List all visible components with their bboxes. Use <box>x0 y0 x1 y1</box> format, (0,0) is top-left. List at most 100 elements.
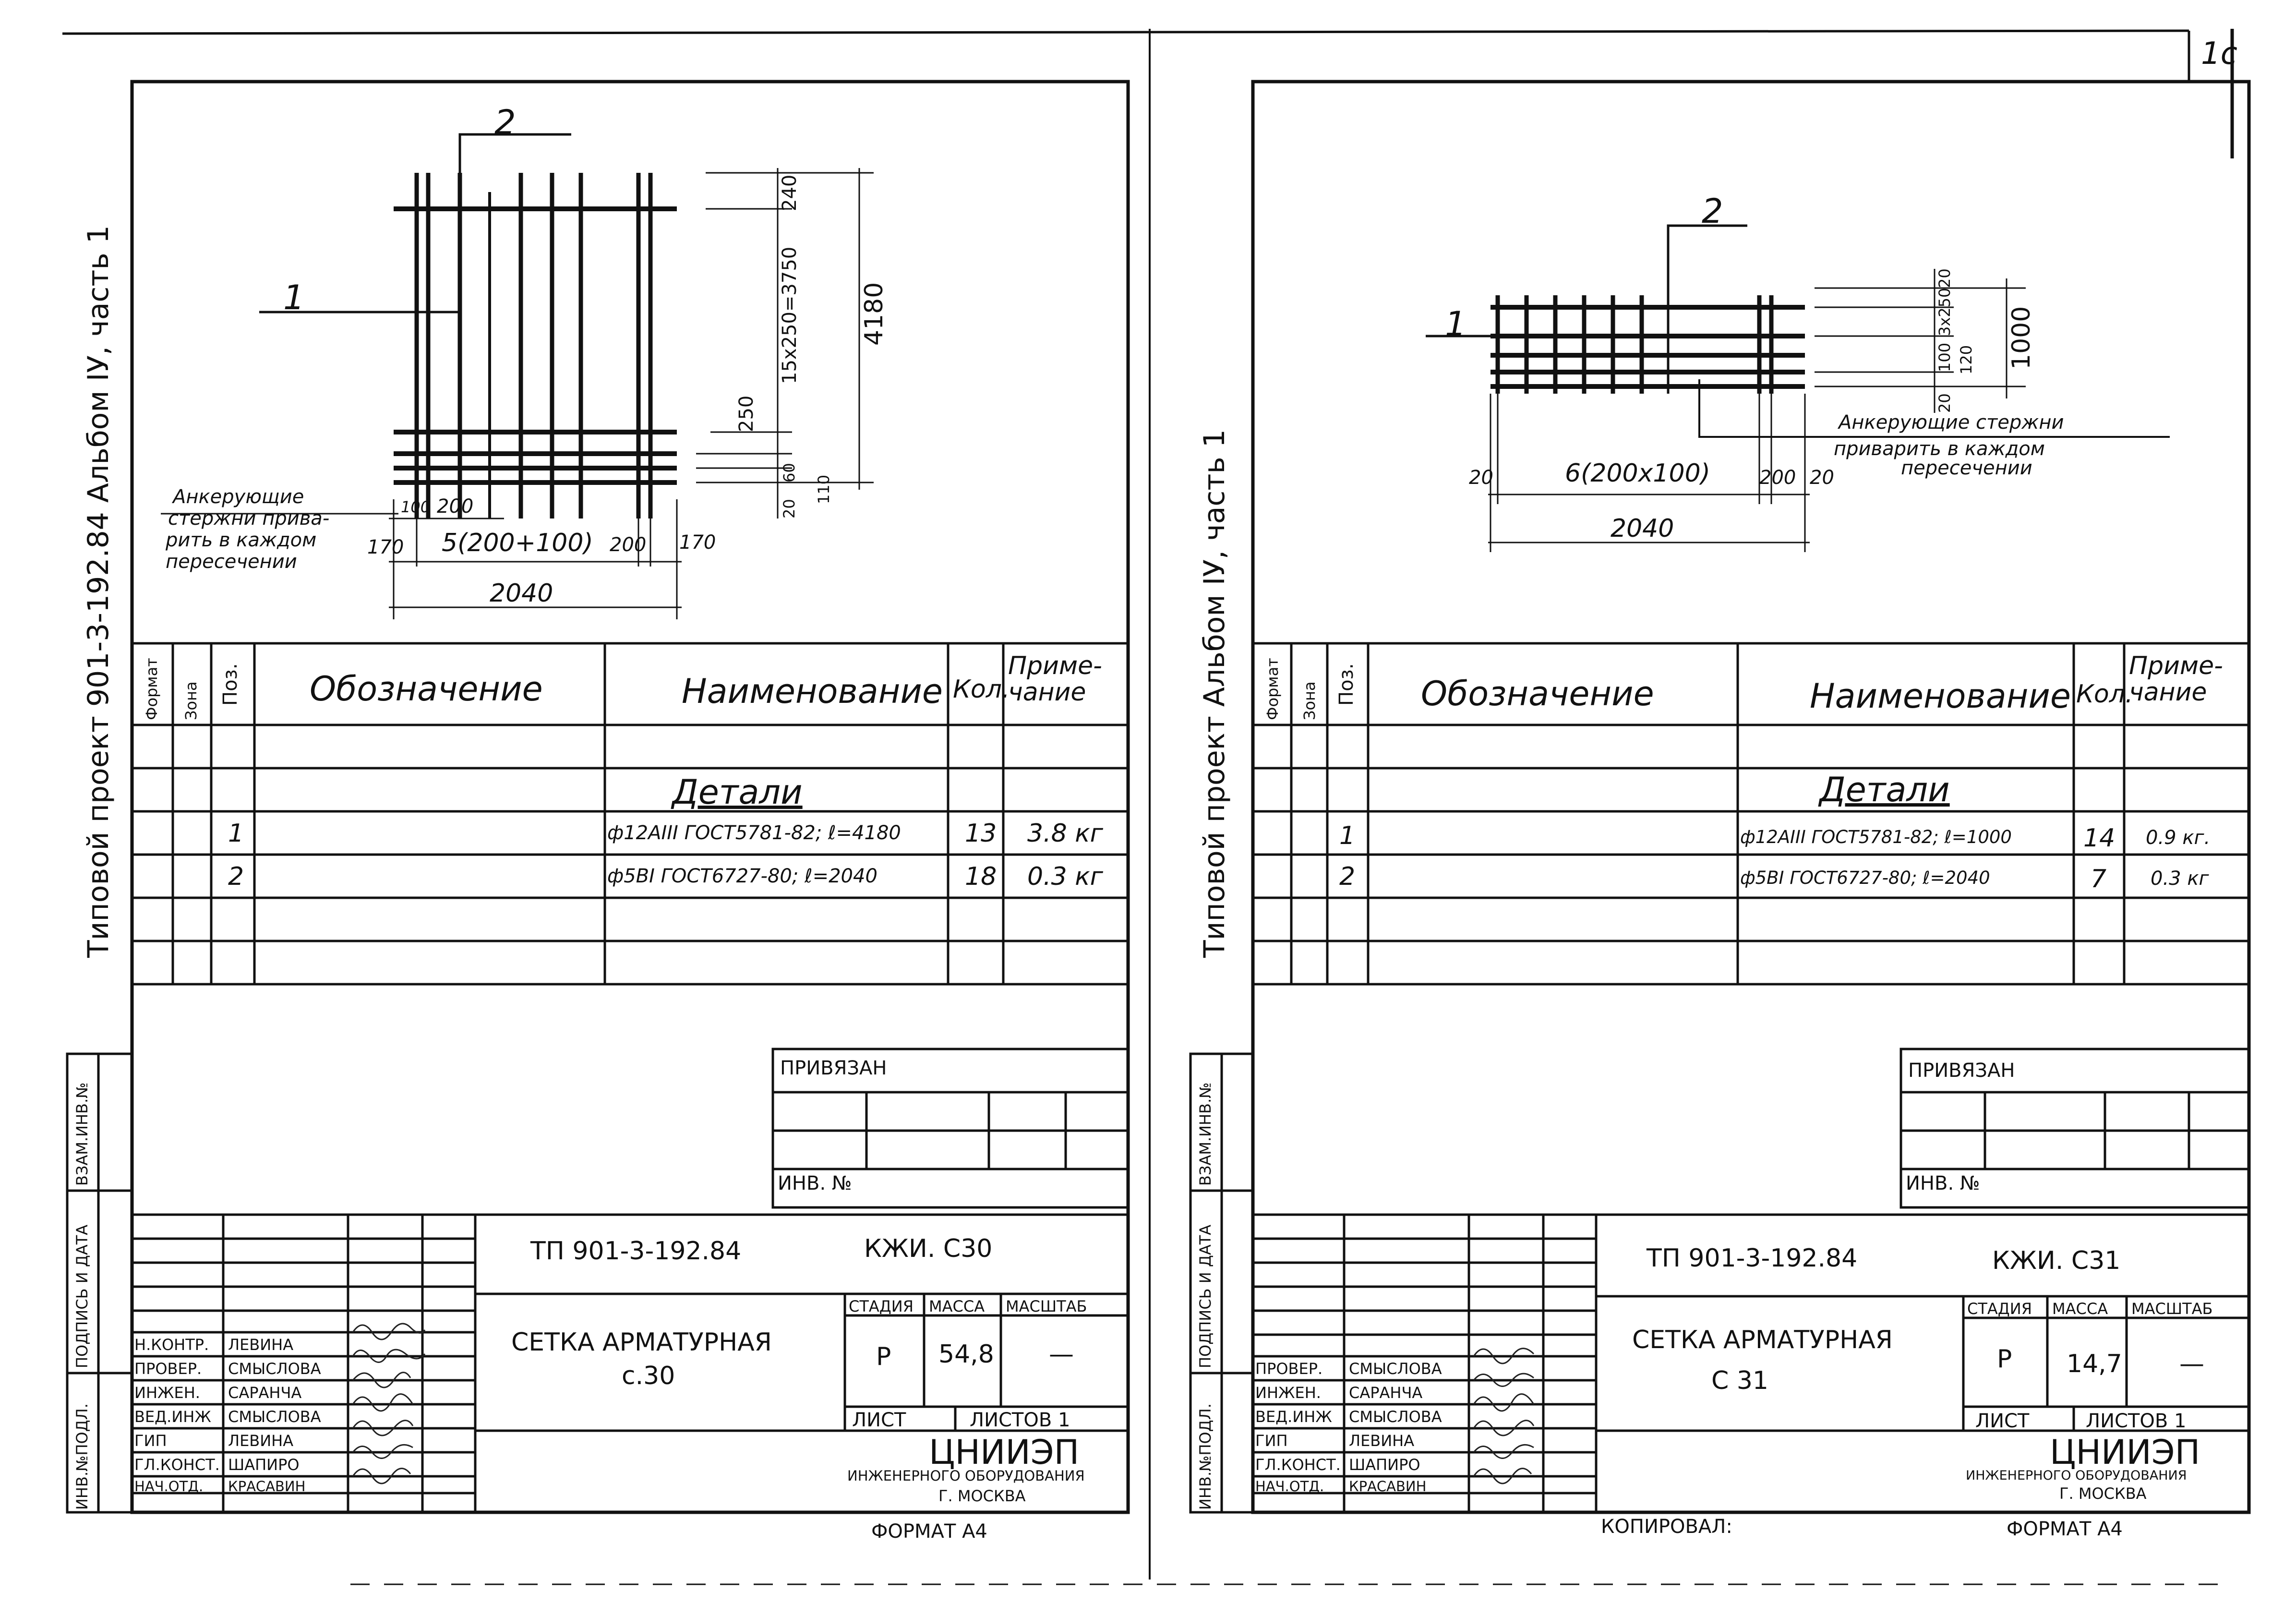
hdr-note: Приме- чание <box>1008 651 1102 707</box>
role-6: Нач.отд. <box>1255 1478 1324 1495</box>
row1-pos: 1 <box>228 819 244 848</box>
hdr-qty: Кол. <box>953 675 1010 704</box>
stamp-signature-date: Подпись и дата <box>1196 1224 1214 1368</box>
dim-100: 100 <box>401 498 431 516</box>
person-4: Левина <box>1349 1432 1415 1450</box>
doc-code: ТП 901-3-192.84 <box>530 1237 742 1266</box>
dim-20-b: 20 <box>1810 467 1834 489</box>
dim-200-b: 200 <box>610 534 647 556</box>
row2-note: 0.3 кг <box>1027 862 1103 891</box>
signature-scribbles <box>352 1323 1535 1484</box>
anchor-note-line3: рить в каждом <box>166 529 317 551</box>
person-1: Левина <box>228 1336 294 1354</box>
hdr-pos: Поз. <box>219 663 241 706</box>
mass-value: 54,8 <box>938 1340 994 1369</box>
stage-header: Стадия <box>1967 1300 2032 1318</box>
role-2: Инжен. <box>1255 1384 1321 1402</box>
privyazan-label: Привязан <box>1908 1060 2015 1082</box>
person-5: Шапиро <box>1349 1456 1420 1474</box>
dim-20-a: 20 <box>1469 467 1493 489</box>
callout-2: 2 <box>1702 192 1723 231</box>
person-6: Красавин <box>1349 1478 1427 1495</box>
role-2: Провер. <box>134 1360 202 1378</box>
row2-pos: 2 <box>228 862 244 891</box>
dim-250: 250 <box>735 395 757 432</box>
callout-1: 1 <box>1445 304 1467 344</box>
org-city: г. Москва <box>2059 1484 2147 1503</box>
row2-name: ф5ВI ГОСТ6727-80; ℓ=2040 <box>1740 868 1990 888</box>
dim-20-d: 20 <box>1935 393 1954 413</box>
anchor-note-line1: Анкерующие <box>173 486 304 508</box>
title-line1: Сетка арматурная <box>511 1328 772 1357</box>
dim-6x: 6(200х100) <box>1565 459 1710 488</box>
dim-170-a: 170 <box>367 536 404 558</box>
list-label: Лист <box>1975 1410 2030 1432</box>
mass-header: Масса <box>929 1297 985 1315</box>
stamp-vzam-inv: Взам.инв.№ <box>73 1082 91 1186</box>
dim-60: 60 <box>780 463 798 482</box>
dim-20-c: 20 <box>1935 268 1954 288</box>
stage-value: Р <box>1997 1345 2012 1374</box>
row1-name: ф12АIII ГОСТ5781-82; ℓ=4180 <box>607 822 901 844</box>
dim-240: 240 <box>779 174 801 211</box>
person-2: Смыслова <box>228 1360 321 1378</box>
corner-mark: 1c <box>2201 36 2237 72</box>
person-5: Левина <box>228 1432 294 1450</box>
role-1: Н.контр. <box>134 1336 209 1354</box>
dim-200: 200 <box>1759 467 1796 489</box>
dim-170-b: 170 <box>679 531 716 554</box>
stage-header: Стадия <box>849 1297 914 1315</box>
stamp-inv-podl: Инв.№подл. <box>1196 1403 1214 1510</box>
row2-note: 0.3 кг <box>2151 868 2209 890</box>
section-details: Детали <box>1819 770 1950 809</box>
scale-header: Масштаб <box>1006 1297 1087 1315</box>
hdr-format: Формат <box>1263 658 1282 720</box>
row1-pos: 1 <box>1339 821 1356 850</box>
dim-100-small: 100 <box>1935 342 1954 372</box>
row2-qty: 7 <box>2091 865 2107 893</box>
dim-200-a: 200 <box>437 495 474 518</box>
row2-qty: 18 <box>965 862 997 891</box>
dim-5x: 5(200+100) <box>442 529 593 557</box>
hdr-designation: Обозначение <box>1421 674 1654 713</box>
anchor-note-line2: приварить в каждом <box>1834 438 2045 460</box>
row1-qty: 13 <box>965 819 997 848</box>
title-line1: Сетка арматурная <box>1632 1326 1893 1354</box>
hdr-pos: Поз. <box>1335 663 1358 706</box>
hdr-zone: Зона <box>182 681 200 720</box>
role-6: Гл.конст. <box>134 1456 220 1474</box>
dim-2040: 2040 <box>490 579 553 608</box>
scale-value: — <box>2179 1350 2204 1378</box>
dim-15x: 15х250=3750 <box>779 246 801 384</box>
side-label: Типовой проект 901-3-192.84 Альбом IУ, ч… <box>82 225 115 958</box>
scale-header: Масштаб <box>2131 1300 2213 1318</box>
anchor-note-line3: пересечении <box>1901 457 2032 479</box>
stage-value: Р <box>876 1342 891 1371</box>
hdr-qty: Кол. <box>2076 680 2133 709</box>
hdr-designation: Обозначение <box>310 669 543 709</box>
person-1: Смыслова <box>1349 1360 1442 1378</box>
list-label: Лист <box>852 1409 906 1431</box>
anchor-note-line1: Анкерующие стержни <box>1839 411 2064 434</box>
side-label: Типовой проект Альбом IУ, часть 1 <box>1198 429 1231 958</box>
hdr-zone: Зона <box>1300 681 1319 720</box>
dim-4180: 4180 <box>860 282 889 346</box>
anchor-note-line2: стержни прива- <box>168 507 330 530</box>
org-sub: инженерного оборудования <box>847 1468 1085 1484</box>
dim-20: 20 <box>780 499 798 519</box>
role-5: Гл.конст. <box>1255 1456 1341 1474</box>
hdr-format: Формат <box>143 658 161 720</box>
org-sub: инженерного оборудования <box>1966 1468 2187 1483</box>
row2-name: ф5ВI ГОСТ6727-80; ℓ=2040 <box>607 865 878 887</box>
hdr-note: Приме- чание <box>2129 651 2223 707</box>
hdr-name: Наименование <box>682 672 943 711</box>
row2-pos: 2 <box>1339 862 1356 891</box>
role-7: Нач.отд. <box>134 1478 204 1495</box>
role-4: ГИП <box>1255 1432 1288 1450</box>
person-7: Красавин <box>228 1478 306 1495</box>
inv-no-label: Инв. № <box>778 1172 852 1194</box>
stamp-inv-podl: Инв.№подл. <box>73 1403 91 1510</box>
inv-no-label: Инв. № <box>1906 1172 1980 1194</box>
dim-120: 120 <box>1957 345 1975 374</box>
